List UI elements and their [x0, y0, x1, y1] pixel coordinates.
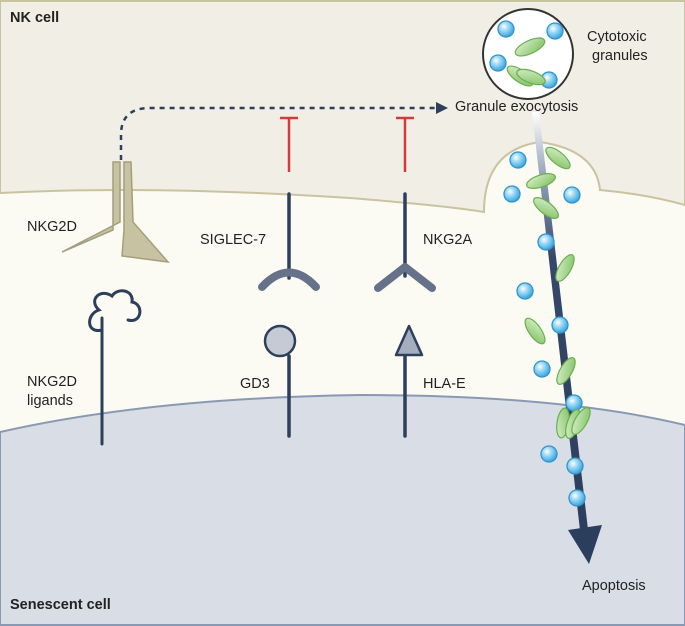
siglec7-label: SIGLEC-7 [200, 232, 267, 248]
gd3-ligand [263, 324, 297, 438]
nkg2a-label: NKG2A [423, 232, 473, 248]
cytotoxic-granule-vesicle [482, 8, 574, 100]
hla-e-label: HLA-E [423, 376, 466, 392]
apoptosis-label: Apoptosis [582, 578, 646, 594]
granule-exocytosis-label: Granule exocytosis [455, 99, 579, 115]
nkg2d-ligands-label-line2: ligands [27, 393, 73, 409]
nkg2d-ligand [88, 289, 142, 446]
hla-e-ligand [394, 324, 424, 438]
nkg2d-ligands-label-line1: NKG2D [27, 374, 77, 390]
siglec7-receptor [258, 116, 320, 291]
nkg2a-receptor [374, 116, 436, 292]
nkg2d-receptor [61, 161, 170, 264]
senescent-cell-title: Senescent cell [10, 597, 111, 613]
nkg2d-label: NKG2D [27, 219, 77, 235]
activation-signal-arrow [119, 102, 448, 160]
gd3-label: GD3 [240, 376, 270, 392]
nk-cell-title: NK cell [10, 10, 60, 26]
cytotoxic-granules-label-line2: granules [592, 48, 648, 64]
cytotoxic-granules-label-line1: Cytotoxic [587, 29, 647, 45]
released-granules [503, 146, 591, 507]
senescent-cell-region [0, 393, 685, 626]
